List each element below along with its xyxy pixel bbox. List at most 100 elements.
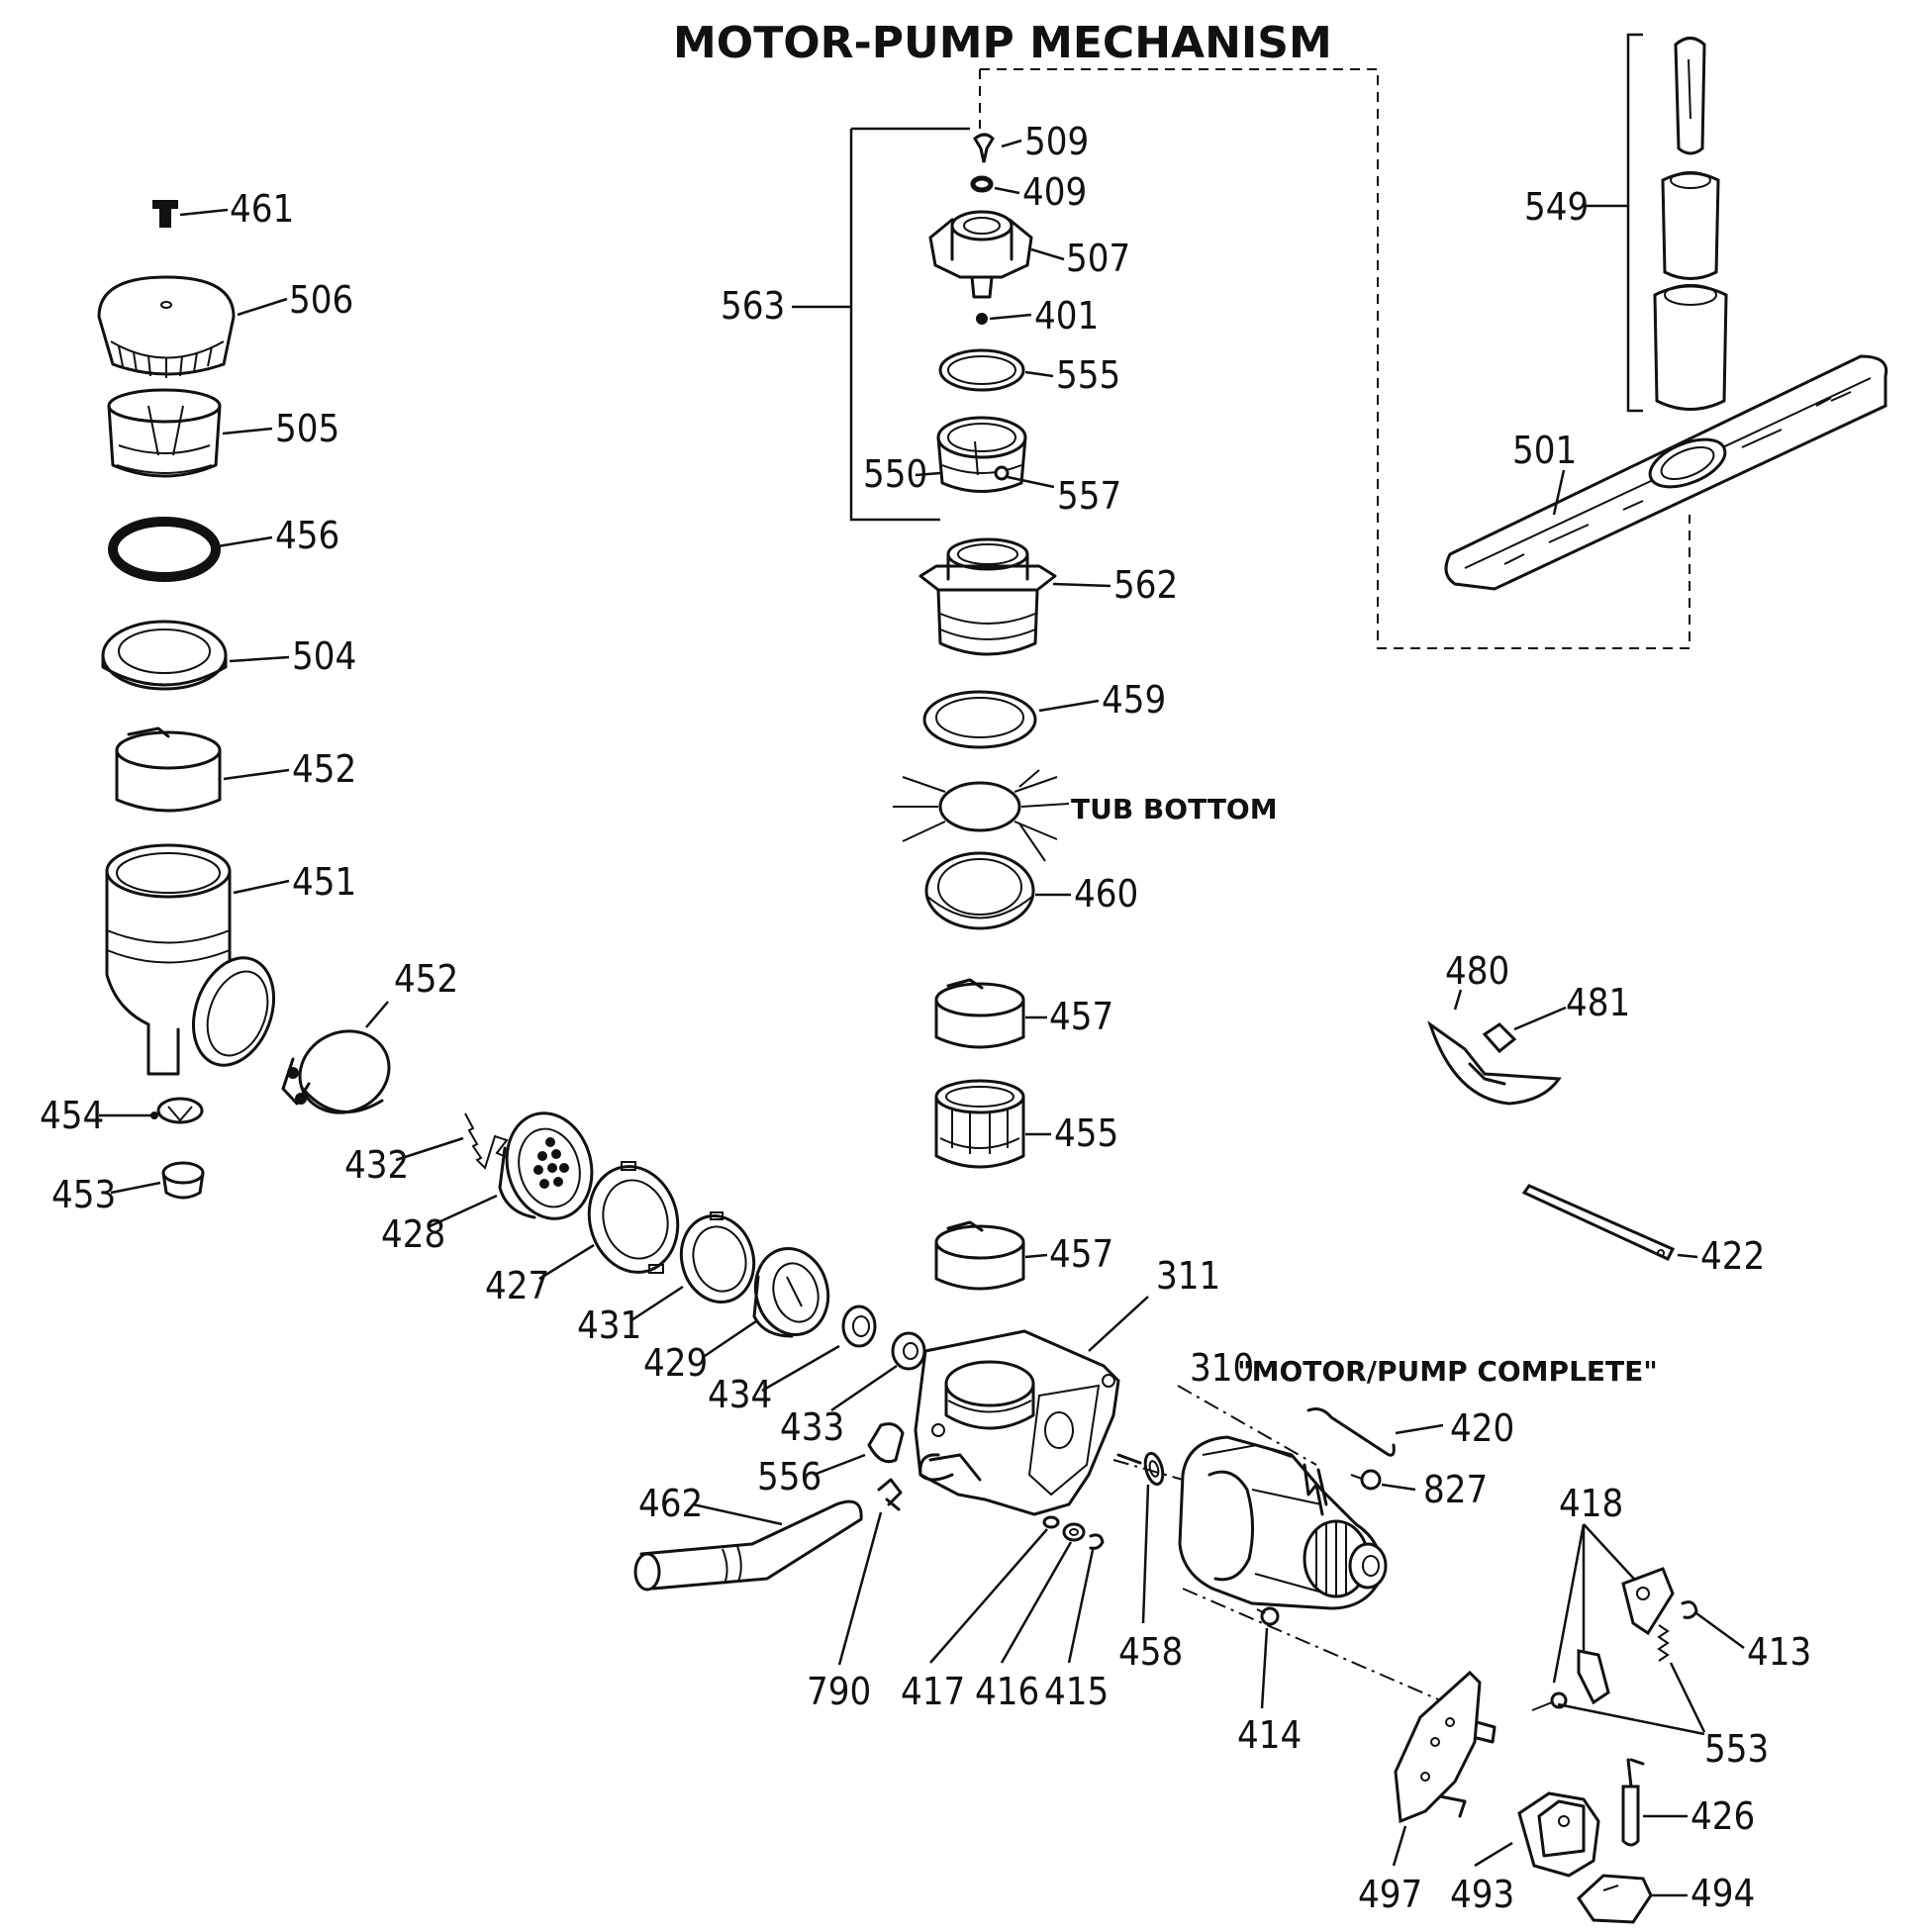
o-ring-555	[938, 348, 1025, 392]
spring-432	[464, 1112, 510, 1170]
tub-bottom-note: TUB BOTTOM	[1071, 793, 1278, 825]
label-432: 432	[344, 1143, 409, 1187]
label-428: 428	[381, 1212, 445, 1256]
label-415: 415	[1044, 1670, 1109, 1713]
dashed-boundary	[979, 68, 1690, 649]
label-454: 454	[40, 1094, 104, 1137]
ball-401	[976, 313, 988, 325]
label-493: 493	[1450, 1873, 1514, 1916]
spring-553	[1657, 1624, 1670, 1662]
retainer-ring-504	[101, 620, 228, 691]
label-417: 417	[901, 1670, 965, 1713]
pin-426	[1621, 1758, 1645, 1847]
label-418: 418	[1559, 1482, 1623, 1525]
label-433: 433	[780, 1405, 844, 1449]
label-451: 451	[292, 860, 356, 904]
label-453: 453	[51, 1173, 116, 1216]
lever-418	[1531, 1567, 1675, 1711]
label-509: 509	[1024, 120, 1089, 163]
screw-461	[152, 200, 178, 228]
label-562: 562	[1113, 563, 1178, 607]
label-427: 427	[485, 1264, 549, 1307]
label-457-lower: 457	[1049, 1232, 1113, 1276]
label-452-lower: 452	[394, 957, 458, 1001]
clip-454	[150, 1097, 204, 1124]
manifold-550	[936, 416, 1027, 493]
label-550: 550	[863, 452, 927, 496]
impeller-429	[752, 1246, 830, 1338]
label-413: 413	[1747, 1630, 1811, 1674]
hose-462	[633, 1499, 863, 1592]
label-311: 311	[1156, 1254, 1220, 1298]
pad-481	[1482, 1022, 1517, 1054]
seal-ring-456	[108, 517, 221, 582]
label-505: 505	[275, 407, 339, 450]
label-462: 462	[638, 1482, 703, 1525]
tub-bottom-hole	[893, 769, 1070, 862]
filter-cover-506	[97, 275, 236, 378]
deflector-480	[1427, 1020, 1562, 1106]
coupling-458	[1116, 1451, 1165, 1487]
label-549: 549	[1524, 185, 1589, 229]
retainer-431	[679, 1211, 756, 1304]
actuator-494	[1577, 1874, 1653, 1924]
impeller-428	[498, 1111, 594, 1220]
clamp-457-lower	[934, 1220, 1025, 1291]
screw-827	[1350, 1469, 1382, 1491]
filter-505	[107, 388, 222, 478]
hub-507	[928, 210, 1033, 299]
clip-790	[877, 1478, 903, 1511]
screw-414	[1256, 1606, 1280, 1626]
screw-509	[973, 133, 995, 163]
diagram-title: MOTOR-PUMP MECHANISM	[673, 18, 1332, 68]
sleeve-562	[918, 537, 1057, 656]
label-501: 501	[1512, 429, 1577, 472]
motor-pump-complete-note: "MOTOR/PUMP COMPLETE"	[1237, 1355, 1658, 1388]
spray-tower-549	[1653, 37, 1728, 411]
label-480: 480	[1445, 949, 1509, 993]
clamp-452-upper	[115, 726, 222, 813]
washer-409	[970, 175, 994, 193]
label-553: 553	[1704, 1727, 1769, 1771]
motor-assembly	[1178, 1435, 1388, 1610]
label-460: 460	[1074, 872, 1138, 916]
label-481: 481	[1566, 981, 1630, 1024]
label-409: 409	[1022, 170, 1087, 214]
lockwasher-415	[1089, 1533, 1105, 1550]
label-459: 459	[1102, 678, 1166, 722]
label-563: 563	[721, 284, 785, 328]
label-507: 507	[1066, 237, 1130, 280]
label-456: 456	[275, 514, 339, 557]
label-455: 455	[1054, 1111, 1118, 1155]
clamp-452-lower	[281, 1029, 391, 1114]
sump-housing-451	[105, 843, 276, 1076]
seal-434	[841, 1304, 877, 1348]
plug-453	[161, 1161, 205, 1200]
wire-clip-420	[1306, 1407, 1396, 1457]
label-457-upper: 457	[1049, 995, 1113, 1038]
switch-493	[1517, 1791, 1600, 1878]
bushing-433	[891, 1331, 926, 1371]
check-valve-556	[867, 1422, 905, 1464]
label-557: 557	[1057, 474, 1121, 518]
label-555: 555	[1056, 353, 1120, 397]
spray-arm-501	[1444, 354, 1888, 591]
label-422: 422	[1700, 1234, 1765, 1278]
pump-housing-311	[914, 1329, 1120, 1516]
label-497: 497	[1358, 1873, 1422, 1916]
label-426: 426	[1690, 1794, 1755, 1838]
coupling-455	[934, 1079, 1025, 1169]
cover-ring-427	[587, 1161, 680, 1274]
label-429: 429	[643, 1341, 708, 1385]
label-452-upper: 452	[292, 747, 356, 791]
label-416: 416	[975, 1670, 1039, 1713]
label-420: 420	[1450, 1406, 1514, 1450]
washer-417	[1042, 1515, 1060, 1529]
label-827: 827	[1423, 1468, 1488, 1511]
clamp-457-upper	[934, 978, 1025, 1049]
label-504: 504	[292, 634, 356, 678]
label-414: 414	[1237, 1713, 1302, 1757]
gasket-460	[924, 851, 1035, 930]
label-506: 506	[289, 278, 353, 322]
